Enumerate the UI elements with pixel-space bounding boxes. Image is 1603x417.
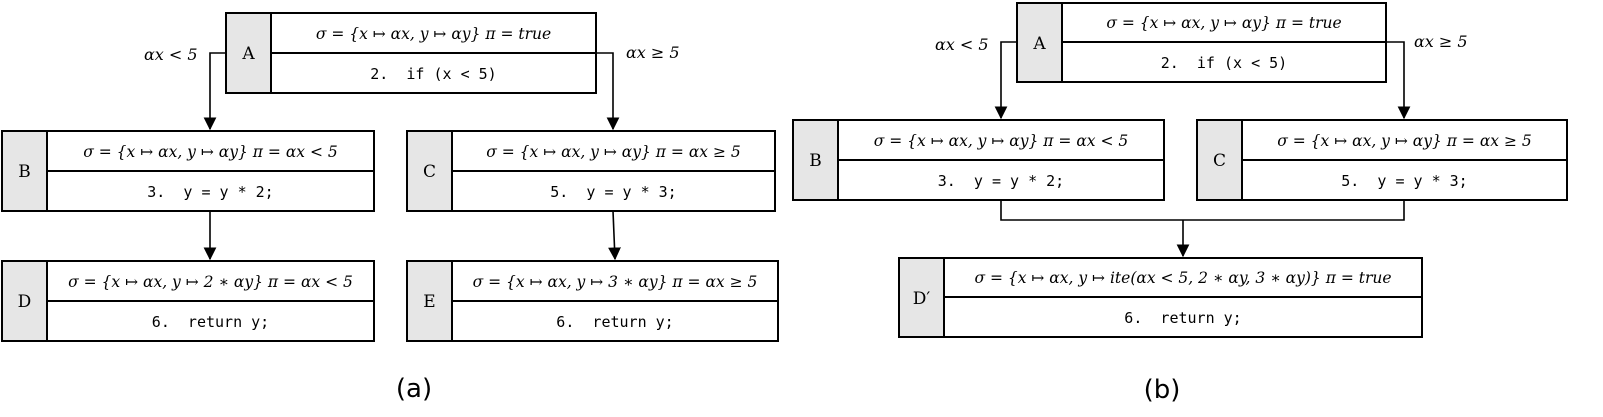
node-c2: C σ = {x ↦ αx, y ↦ αy} π = αx ≥ 5 5. y =…	[1196, 119, 1568, 201]
node-id: A	[241, 44, 255, 64]
state-label: σ = {x ↦ αx, y ↦ αy} π = αx < 5	[83, 143, 337, 161]
code-line: 2. if (x < 5)	[1161, 54, 1287, 72]
node-id: D	[18, 292, 32, 312]
node-d-prime: D′ σ = {x ↦ αx, y ↦ ite(αx < 5, 2 ∗ αy, …	[898, 257, 1423, 338]
node-e1: E σ = {x ↦ αx, y ↦ 3 ∗ αy} π = αx ≥ 5 6.…	[406, 260, 779, 342]
figure-caption: (a)	[396, 374, 432, 404]
node-id: A	[1032, 34, 1046, 54]
state-label: σ = {x ↦ αx, y ↦ αy} π = αx ≥ 5	[1277, 132, 1531, 150]
state-label: σ = {x ↦ αx, y ↦ 2 ∗ αy} π = αx < 5	[68, 273, 353, 291]
node-b1: B σ = {x ↦ αx, y ↦ αy} π = αx < 5 3. y =…	[1, 130, 375, 212]
edge-a-to-c	[596, 52, 620, 131]
node-a1: A σ = {x ↦ αx, y ↦ αy} π = true 2. if (x…	[225, 12, 597, 94]
edge-label-false: αx ≥ 5	[1414, 32, 1468, 51]
code-line: 3. y = y * 2;	[938, 172, 1064, 190]
state-label: σ = {x ↦ αx, y ↦ 3 ∗ αy} π = αx ≥ 5	[473, 273, 758, 291]
node-id: B	[809, 151, 822, 171]
edge-label-true: αx < 5	[144, 45, 198, 64]
state-label: σ = {x ↦ αx, y ↦ αy} π = αx < 5	[874, 132, 1128, 150]
node-d1: D σ = {x ↦ αx, y ↦ 2 ∗ αy} π = αx < 5 6.…	[1, 260, 375, 342]
node-id: D′	[913, 289, 931, 309]
figure-caption: (b)	[1144, 375, 1181, 405]
code-line: 5. y = y * 3;	[550, 183, 676, 201]
edge-c-to-e	[608, 210, 621, 261]
code-line: 6. return y;	[1124, 309, 1241, 327]
code-line: 5. y = y * 3;	[1341, 172, 1467, 190]
state-label: σ = {x ↦ αx, y ↦ αy} π = αx ≥ 5	[486, 143, 740, 161]
edge-label-false: αx ≥ 5	[626, 43, 680, 62]
node-id: E	[423, 292, 435, 312]
node-id: C	[423, 162, 436, 182]
node-c1: C σ = {x ↦ αx, y ↦ αy} π = αx ≥ 5 5. y =…	[406, 130, 776, 212]
figure-b: A σ = {x ↦ αx, y ↦ αy} π = true 2. if (x…	[792, 2, 1568, 405]
code-line: 6. return y;	[152, 313, 269, 331]
node-b2: B σ = {x ↦ αx, y ↦ αy} π = αx < 5 3. y =…	[792, 119, 1165, 201]
code-line: 2. if (x < 5)	[370, 65, 496, 83]
node-id: C	[1213, 151, 1226, 171]
state-label: σ = {x ↦ αx, y ↦ αy} π = true	[316, 25, 551, 43]
edge-a-to-b	[994, 41, 1017, 120]
edge-a-to-c	[1386, 41, 1411, 120]
edge-merge	[1000, 200, 1405, 221]
edge-label-true: αx < 5	[935, 35, 989, 54]
code-line: 6. return y;	[556, 313, 673, 331]
node-a2: A σ = {x ↦ αx, y ↦ αy} π = true 2. if (x…	[1016, 2, 1387, 83]
code-line: 3. y = y * 2;	[147, 183, 273, 201]
state-label: σ = {x ↦ αx, y ↦ ite(αx < 5, 2 ∗ αy, 3 ∗…	[974, 269, 1391, 287]
figure-a: A σ = {x ↦ αx, y ↦ αy} π = true 2. if (x…	[1, 12, 779, 404]
state-label: σ = {x ↦ αx, y ↦ αy} π = true	[1106, 14, 1341, 32]
node-id: B	[18, 162, 31, 182]
edge-a-to-b	[203, 52, 226, 131]
